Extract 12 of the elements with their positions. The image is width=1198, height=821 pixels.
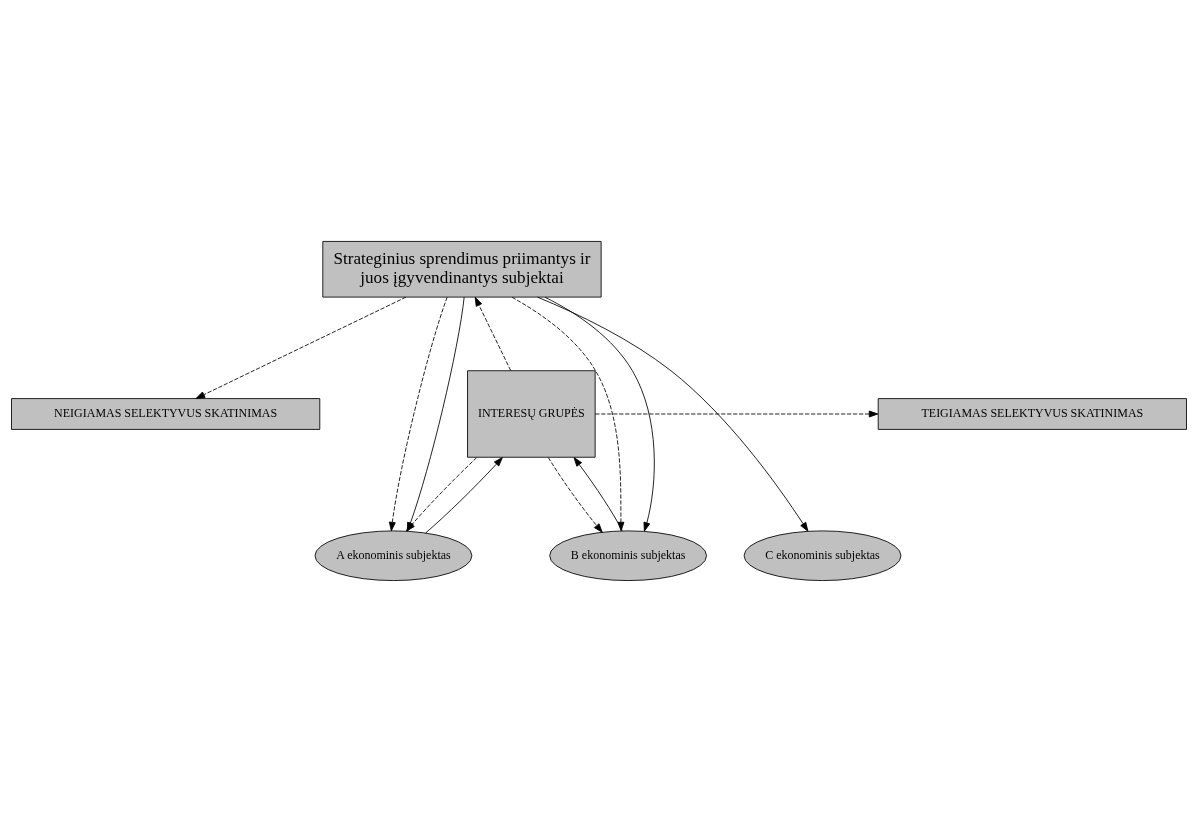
arrow [594, 410, 879, 417]
node-box: INTERESŲ GRUPĖS [467, 369, 596, 458]
arrow [474, 296, 512, 371]
arrow [425, 456, 503, 533]
node-box: NEIGIAMAS SELEKTYVUS SKATINIMAS [11, 397, 321, 430]
node-box: TEIGIAMAS SELEKTYVUS SKATINIMAS [877, 397, 1187, 430]
arrow [195, 296, 407, 399]
node-ellipse: B ekonominis subjektas [549, 529, 707, 581]
arrow [547, 456, 603, 533]
node-ellipse: A ekonominis subjektas [314, 529, 473, 581]
node-ellipse: C ekonominis subjektas [743, 529, 902, 581]
node-box: Strateginius sprendimus priimantys ir juos įgyvendinantys subjektai [322, 240, 602, 297]
